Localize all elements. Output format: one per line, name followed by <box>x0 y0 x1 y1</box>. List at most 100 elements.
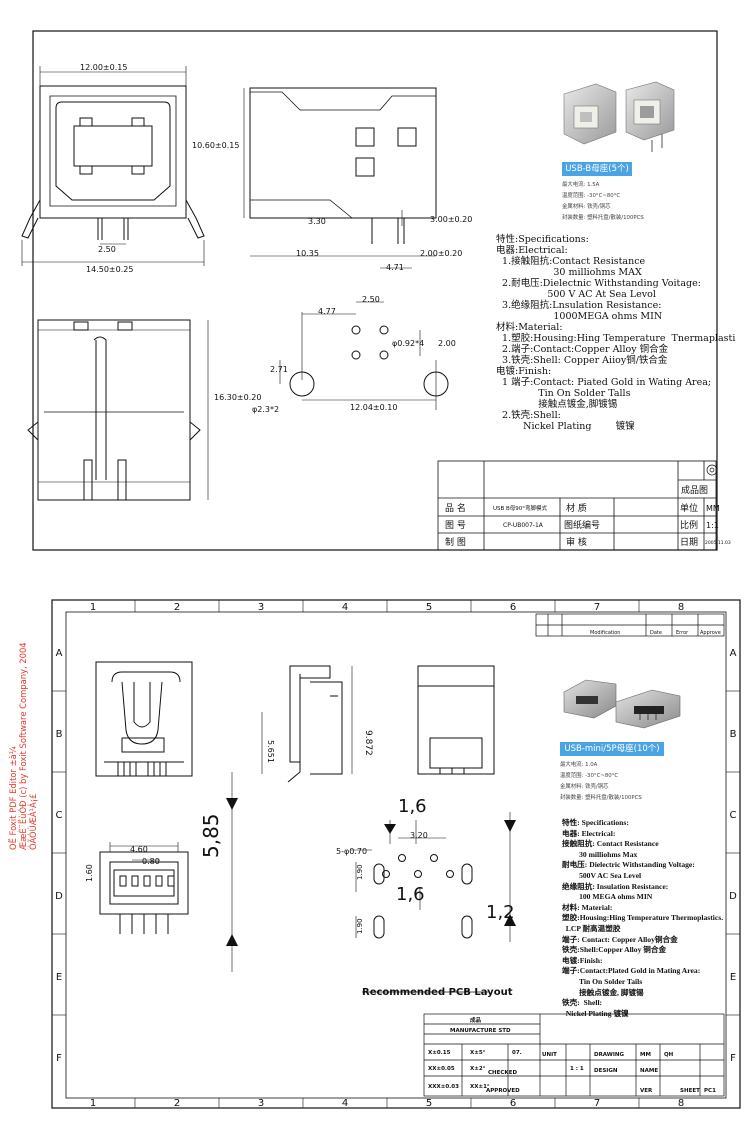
rev-header-error: Error <box>676 630 689 636</box>
btb-date: 07. <box>512 1050 522 1056</box>
spec-line: 电镀:Finish: <box>496 366 552 377</box>
dim-pcb-190a: 1.90 <box>356 864 364 880</box>
dim-1035: 10.35 <box>296 249 319 258</box>
rev-header-date: Date <box>650 630 662 636</box>
mini-usb-side-view <box>261 665 353 783</box>
spec-line: 端子: Contact: Copper Alloy铜合金 <box>562 934 678 944</box>
tb-scale-value: 1:1 <box>706 521 719 530</box>
col-label: 3 <box>258 1098 264 1109</box>
bottom-product-card: USB-mini/5P母座(10个) 最大电流: 1.0A 温度范围: -30°… <box>556 662 686 808</box>
spec-line: 特性:Specifications: <box>496 234 589 245</box>
spec-line: 电器: Electrical: <box>562 828 616 838</box>
tb-label-unit: 单位 <box>680 502 698 514</box>
spec-line: 3.铁壳:Shell: Copper Aiioy铜/铁合金 <box>496 355 668 366</box>
tb-label-name: 品 名 <box>445 502 466 514</box>
tb-label-drawing: 图 号 <box>445 520 466 531</box>
bottom-card-line-3: 金属材料: 铁壳/铜芯 <box>560 784 609 790</box>
btb-unit: UNIT <box>542 1052 557 1058</box>
tb-label-drawing-no: 图纸编号 <box>564 519 600 531</box>
bottom-card-line-2: 温度范围: -30°C~80°C <box>560 773 619 779</box>
dim-overall-width: 14.50±0.25 <box>86 265 133 274</box>
tb-label-date: 日期 <box>680 537 698 548</box>
bottom-card-badge: USB-mini/5P母座(10个) <box>560 742 664 756</box>
dim-9872: 9.872 <box>363 730 373 756</box>
dim-pcb-477: 4.77 <box>318 307 336 316</box>
btb-drawing: DRAWING <box>594 1052 625 1058</box>
btb-mm: MM <box>640 1052 651 1058</box>
row-label: E <box>730 972 736 983</box>
dim-160: 1.60 <box>85 864 94 882</box>
dim-pcb-post: φ2.3*2 <box>252 405 279 414</box>
tb-label-product: 成品图 <box>681 484 708 496</box>
dim-pcb-190b: 1.90 <box>356 918 364 934</box>
row-label: C <box>730 810 737 821</box>
col-label: 5 <box>426 602 432 613</box>
mini-usb-front-view <box>95 661 193 777</box>
spec-line: 1.塑胶:Housing:Hing Temperature Tnermaplas… <box>496 333 736 344</box>
btb-design: DESIGN <box>594 1068 618 1074</box>
tb-label-drawn: 制 图 <box>445 536 466 548</box>
spec-line: 电器:Electrical: <box>496 245 568 256</box>
spec-line: 材料: Material: <box>562 902 613 912</box>
tb-name-value: USB B母90°弯脚模式 <box>493 504 548 512</box>
btb-sheet-label: SHEET <box>680 1088 700 1094</box>
spec-line: 30 milliohms Max <box>562 849 638 859</box>
spec-line: 2.铁壳:Shell: <box>496 410 561 421</box>
spec-line: 材料:Material: <box>496 322 563 333</box>
tb-drawing-value: CP-UB007-1A <box>503 522 544 529</box>
dim-330: 3.30 <box>308 217 326 226</box>
mini-usb-rear-view <box>417 665 495 775</box>
col-label: 1 <box>90 602 96 613</box>
spec-line: 耐电压: Dielectric Withstanding Voltage: <box>562 860 695 870</box>
col-label: 8 <box>678 602 684 613</box>
col-label: 7 <box>594 1098 600 1109</box>
spec-line: 铁壳: Shell: <box>562 998 603 1008</box>
spec-line: 铁壳:Shell:Copper Alloy 铜合金 <box>562 945 667 955</box>
top-card-line-2: 温度范围: -30°C~80°C <box>562 193 621 199</box>
btb-tol2b: X±2° <box>470 1066 486 1072</box>
btb-chk-value: QH <box>664 1052 674 1058</box>
btb-tol3a: XXX±0.03 <box>428 1084 459 1090</box>
spec-line: 30 milliohms MAX <box>496 267 642 278</box>
btb-tol3b: XX±1° <box>470 1084 490 1090</box>
top-card-badge: USB-B母座(5个) <box>562 162 632 176</box>
col-label: 4 <box>342 1098 348 1109</box>
spec-line: LCP 耐高温塑胶 <box>562 923 621 933</box>
bottom-drawing: 1 2 3 4 5 6 7 8 1 2 3 4 5 6 7 8 A B C D … <box>51 599 741 1109</box>
btb-sheet: PC1 <box>704 1088 716 1094</box>
top-drawing: 12.00±0.15 10.60±0.15 2.50 14.50±0.25 3.… <box>21 30 731 551</box>
col-label: 6 <box>510 602 516 613</box>
col-label: 7 <box>594 602 600 613</box>
spec-line: 接触点镀金,脚镀锡 <box>496 399 618 410</box>
col-label: 5 <box>426 1098 432 1109</box>
row-label: D <box>729 891 737 902</box>
row-label: E <box>56 972 62 983</box>
spec-line: Nickel Plating 镀镍 <box>562 1008 629 1018</box>
row-label: C <box>56 810 63 821</box>
spec-line: 接触点镀金, 脚镀锡 <box>562 987 644 997</box>
btb-checked: CHECKED <box>488 1070 517 1076</box>
usb-b-pcb-layout <box>279 301 449 410</box>
spec-line: 1 端子:Contact: Piated Gold in Wating Area… <box>496 377 712 388</box>
spec-line: 2.端子:Contact:Copper Alloy 铜合金 <box>496 344 669 355</box>
dim-width: 12.00±0.15 <box>80 63 127 72</box>
spec-line: 特性: Specifications: <box>562 818 629 827</box>
rev-header-modification: Modification <box>590 630 620 636</box>
spec-line: 端子:Contact:Plated Gold in Mating Area: <box>562 966 701 976</box>
dim-pcb-hole: φ0.92*4 <box>392 339 424 348</box>
dim-200: 2.00±0.20 <box>420 249 462 258</box>
top-card-line-3: 金属材料: 铁壳/铜芯 <box>562 204 611 210</box>
spec-line: 塑胶:Housing:Hing Temperature Thermoplasti… <box>562 913 724 923</box>
dim-pcb-250: 2.50 <box>362 295 380 304</box>
row-label: F <box>730 1053 736 1064</box>
dim-080: 0.80 <box>142 857 160 866</box>
dim-pcb-16b: 1,6 <box>396 884 425 905</box>
dim-pcb-200: 2.00 <box>438 339 456 348</box>
col-label: 3 <box>258 602 264 613</box>
btb-tol1b: X±5° <box>470 1050 486 1056</box>
top-product-card: USB-B母座(5个) 最大电流: 1.5A 温度范围: -30°C~80°C … <box>556 74 682 222</box>
spec-line: 500V AC Sea Level <box>562 870 642 880</box>
tb-label-material: 材 质 <box>566 502 587 514</box>
btb-ver: VER <box>640 1088 653 1094</box>
row-label: F <box>56 1053 62 1064</box>
